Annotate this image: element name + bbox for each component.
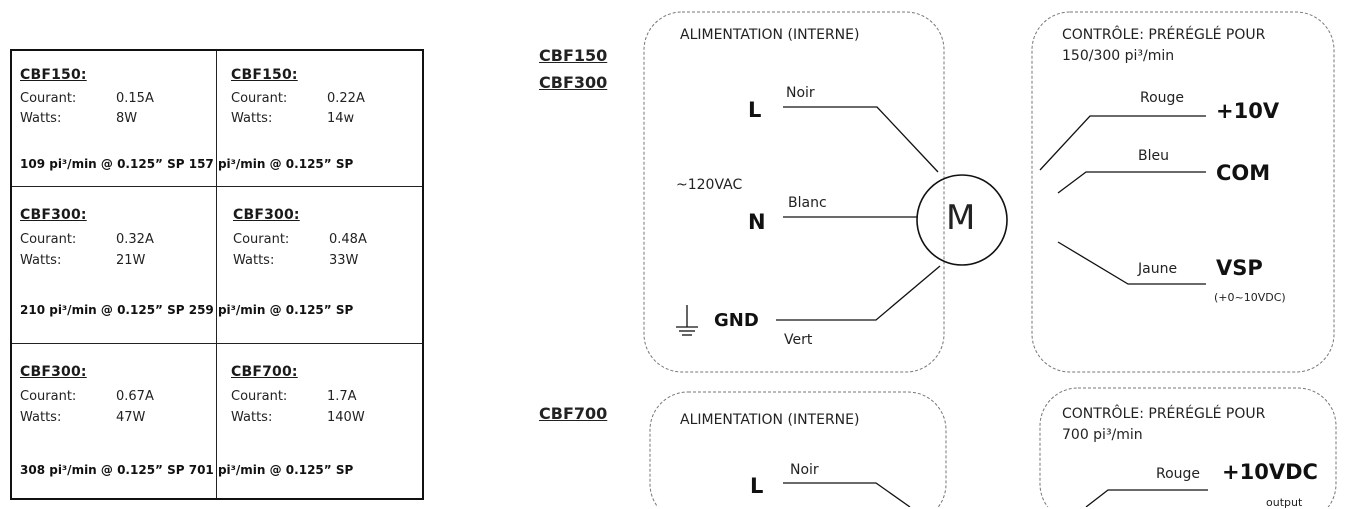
control-box-subtitle: 150/300 pi³/min [1062, 48, 1175, 64]
watts-value: 47W [116, 410, 146, 425]
terminal-gnd: GND [714, 310, 759, 331]
output-10vdc: +10VDC [1222, 460, 1318, 484]
current-value: 0.32A [116, 232, 154, 247]
wire-noir [783, 106, 939, 173]
watts-label: Watts: [20, 253, 62, 268]
watts-value: 33W [329, 253, 359, 268]
control-box-subtitle-2: 700 pi³/min [1062, 427, 1143, 443]
output-vsp: VSP [1216, 256, 1263, 280]
wire-label-noir-2: Noir [790, 462, 819, 478]
model-label-cbf700: CBF700 [539, 404, 608, 423]
current-label: Courant: [20, 91, 77, 106]
wire-noir-2 [783, 482, 911, 507]
model-name: CBF300: [233, 207, 300, 223]
current-value: 0.15A [116, 91, 154, 106]
current-label: Courant: [231, 91, 288, 106]
vsp-range: (+0~10VDC) [1214, 291, 1286, 304]
current-label: Courant: [20, 232, 77, 247]
wire-label-vert: Vert [784, 332, 813, 348]
model-label-cbf300: CBF300 [539, 73, 608, 92]
power-box-title-2: ALIMENTATION (INTERNE) [680, 412, 860, 428]
watts-value: 8W [116, 111, 138, 126]
control-box-title: CONTRÔLE: PRÉRÉGLÉ POUR [1062, 27, 1266, 43]
table-divider-vertical [216, 51, 217, 498]
wire-vert [776, 265, 941, 321]
motor-circle [916, 174, 1008, 266]
model-label-cbf150: CBF150 [539, 46, 608, 65]
model-name: CBF700: [231, 364, 298, 380]
current-value: 0.67A [116, 389, 154, 404]
terminal-l: L [748, 98, 762, 122]
airflow-row-2: 210 pi³/min @ 0.125” SP 259 pi³/min @ 0.… [20, 303, 354, 317]
airflow-row-1: 109 pi³/min @ 0.125” SP 157 pi³/min @ 0.… [20, 157, 354, 171]
current-label: Courant: [20, 389, 77, 404]
watts-label: Watts: [20, 111, 62, 126]
wire-rouge-2 [1085, 489, 1208, 507]
model-name: CBF150: [20, 67, 87, 83]
table-divider-row-1 [12, 186, 422, 187]
wire-label-noir: Noir [786, 85, 815, 101]
watts-label: Watts: [20, 410, 62, 425]
model-name: CBF300: [20, 207, 87, 223]
wire-label-rouge: Rouge [1140, 90, 1185, 106]
ground-symbol-icon [676, 305, 698, 336]
wire-label-jaune: Jaune [1138, 261, 1178, 277]
watts-label: Watts: [231, 111, 273, 126]
airflow-row-3: 308 pi³/min @ 0.125” SP 701 pi³/min @ 0.… [20, 463, 354, 477]
current-value: 1.7A [327, 389, 357, 404]
wire-label-rouge-2: Rouge [1156, 466, 1201, 482]
output-com: COM [1216, 161, 1271, 185]
model-name: CBF150: [231, 67, 298, 83]
current-label: Courant: [233, 232, 290, 247]
output-10v: +10V [1216, 99, 1280, 123]
wire-label-blanc: Blanc [788, 195, 827, 211]
model-name: CBF300: [20, 364, 87, 380]
terminal-n: N [748, 210, 766, 234]
power-box-1 [643, 11, 945, 373]
wire-bleu [1057, 171, 1206, 194]
control-box-2 [1039, 387, 1337, 507]
control-box-1 [1031, 11, 1335, 373]
current-label: Courant: [231, 389, 288, 404]
wire-rouge [1039, 115, 1206, 171]
watts-value: 21W [116, 253, 146, 268]
terminal-l-2: L [750, 474, 764, 498]
current-value: 0.22A [327, 91, 365, 106]
power-box-title: ALIMENTATION (INTERNE) [680, 27, 860, 43]
wire-label-bleu: Bleu [1138, 148, 1169, 164]
motor-label: M [946, 198, 976, 238]
wire-jaune [1057, 241, 1206, 285]
watts-value: 140W [327, 410, 365, 425]
table-divider-row-2 [12, 343, 422, 344]
output-note: output [1266, 496, 1303, 509]
watts-label: Watts: [231, 410, 273, 425]
watts-label: Watts: [233, 253, 275, 268]
current-value: 0.48A [329, 232, 367, 247]
power-box-2 [649, 391, 947, 507]
spec-table: CBF150: Courant: 0.15A Watts: 8W CBF150:… [10, 49, 424, 500]
voltage-label: ~120VAC [676, 177, 743, 193]
control-box-title-2: CONTRÔLE: PRÉRÉGLÉ POUR [1062, 406, 1266, 422]
watts-value: 14w [327, 111, 355, 126]
